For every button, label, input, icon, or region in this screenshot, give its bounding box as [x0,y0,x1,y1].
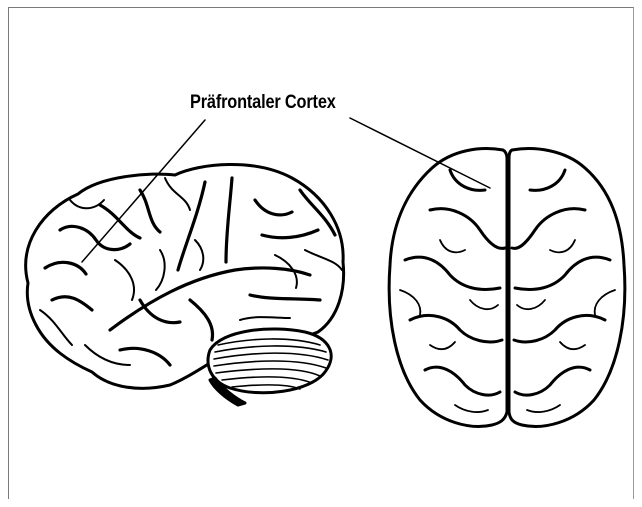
lateral-brain-view [26,164,344,405]
left-hemisphere-outline [389,149,507,427]
leader-line-top [350,118,490,188]
top-brain-view [389,149,625,427]
prefrontal-cortex-label: Präfrontaler Cortex [190,92,336,114]
right-hemisphere-outline [509,149,625,427]
